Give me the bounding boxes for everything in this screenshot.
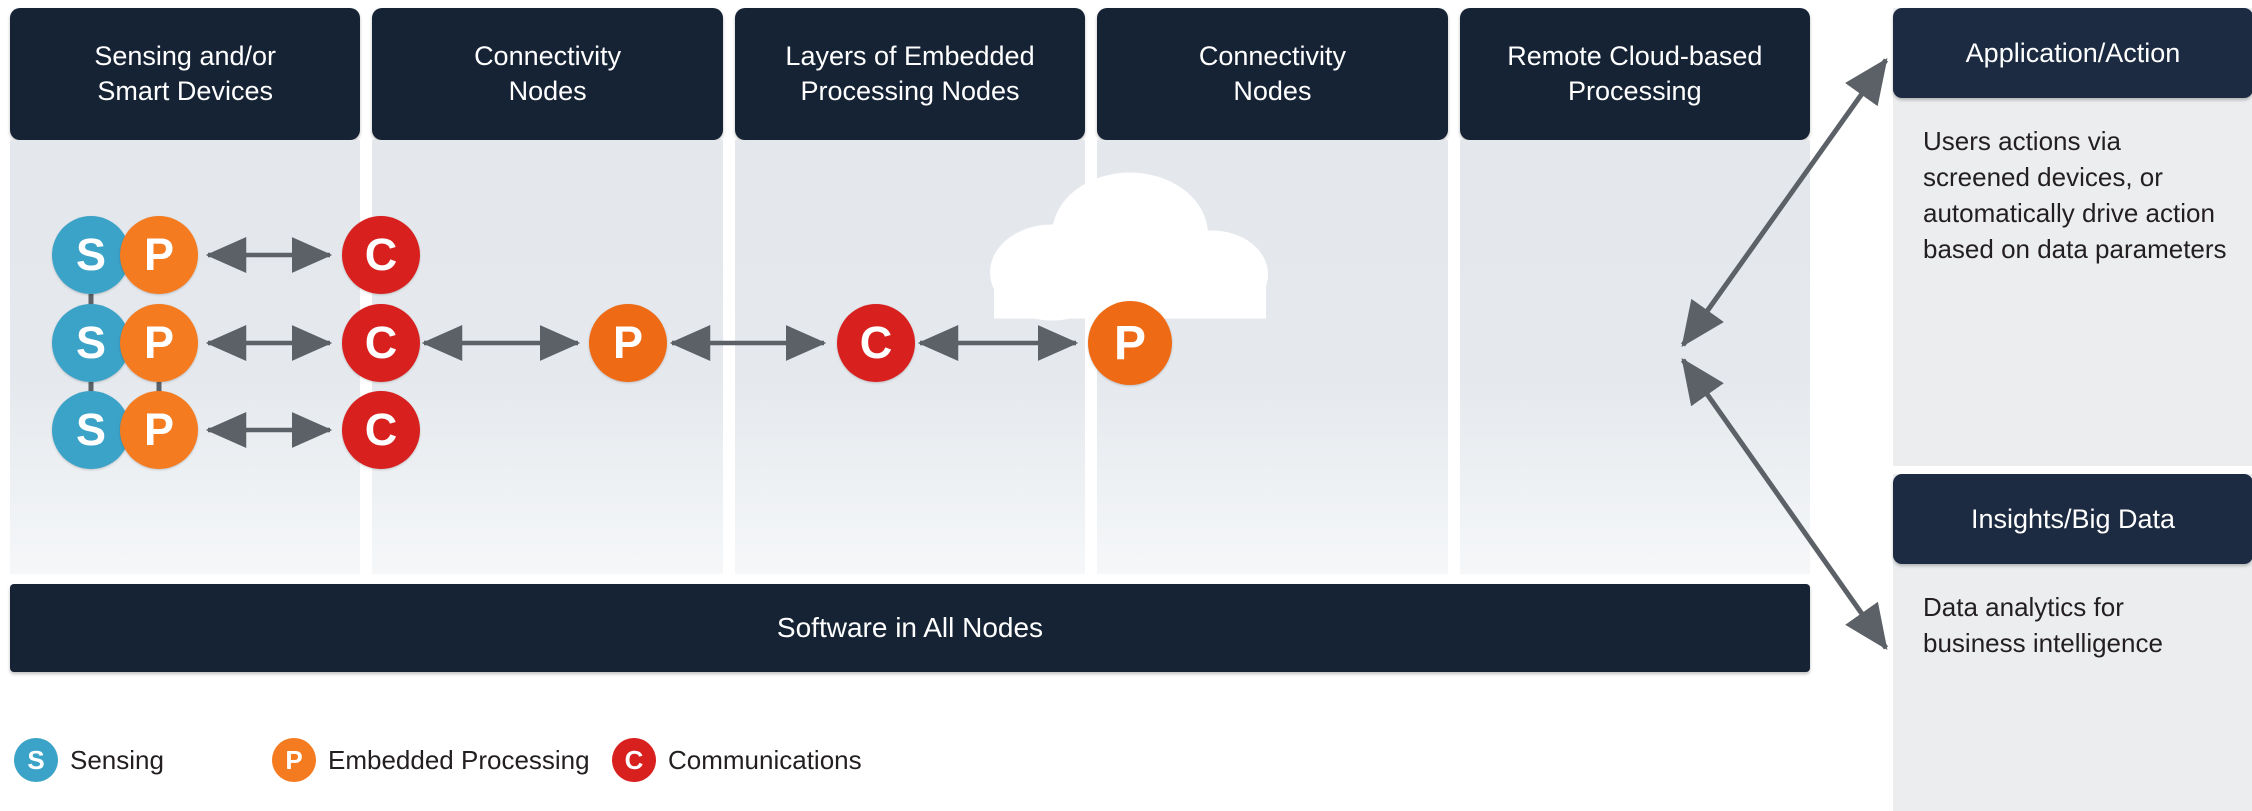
legend-item-sensing: S Sensing (14, 738, 272, 782)
panel-insights-big-data: Insights/Big Data Data analytics for bus… (1893, 474, 2252, 811)
column-header-connectivity-2[interactable]: Connectivity Nodes (1097, 8, 1448, 140)
column-header-embedded[interactable]: Layers of Embedded Processing Nodes (734, 8, 1086, 140)
column-header-sensing-line2: Smart Devices (97, 76, 273, 106)
column-header-embedded-line2: Processing Nodes (800, 76, 1020, 106)
node-communications-2[interactable]: C (342, 304, 420, 382)
column-header-connectivity-2-line1: Connectivity (1198, 41, 1346, 72)
legend-embedded-processing-icon: P (272, 738, 316, 782)
column-header-connectivity-1-line1: Connectivity (474, 41, 622, 72)
column-header-cloud-line1: Remote Cloud-based (1507, 41, 1763, 72)
column-header-embedded-line1: Layers of Embedded (785, 41, 1035, 72)
column-header-connectivity-2-line2: Nodes (1233, 76, 1312, 106)
node-sensing-1[interactable]: S (52, 216, 130, 294)
iot-stack-main: Sensing and/or Smart Devices Connectivit… (10, 8, 1811, 678)
legend-item-communications: C Communications (612, 738, 862, 782)
node-cloud-processing[interactable]: P (1088, 301, 1172, 385)
node-sensing-3[interactable]: S (52, 391, 130, 469)
legend-embedded-processing-label: Embedded Processing (328, 744, 590, 775)
node-embedded-processing-mid[interactable]: P (589, 304, 667, 382)
column-header-connectivity-1[interactable]: Connectivity Nodes (372, 8, 723, 140)
software-bar[interactable]: Software in All Nodes (10, 584, 1810, 672)
column-header-connectivity-1-line2: Nodes (508, 76, 587, 106)
panel-application-action-title[interactable]: Application/Action (1893, 8, 2252, 98)
panel-application-action: Application/Action Users actions via scr… (1893, 8, 2252, 466)
column-header-sensing[interactable]: Sensing and/or Smart Devices (10, 8, 361, 140)
column-header-cloud-line2: Processing (1568, 76, 1702, 106)
panel-insights-big-data-title[interactable]: Insights/Big Data (1893, 474, 2252, 564)
node-processing-3[interactable]: P (120, 391, 198, 469)
node-sensing-2[interactable]: S (52, 304, 130, 382)
legend: S Sensing P Embedded Processing C Commun… (14, 730, 862, 790)
column-body-cloud (1459, 140, 1811, 574)
column-header-cloud[interactable]: Remote Cloud-based Processing (1459, 8, 1811, 140)
column-headers: Sensing and/or Smart Devices Connectivit… (10, 8, 1811, 140)
legend-sensing-label: Sensing (70, 744, 164, 775)
legend-sensing-icon: S (14, 738, 58, 782)
legend-communications-icon: C (612, 738, 656, 782)
node-communications-3[interactable]: C (342, 391, 420, 469)
panel-application-action-body: Users actions via screened devices, or a… (1923, 126, 2227, 264)
node-communications-mid[interactable]: C (837, 304, 915, 382)
column-header-sensing-line1: Sensing and/or (94, 41, 277, 72)
node-processing-2[interactable]: P (120, 304, 198, 382)
legend-communications-label: Communications (668, 744, 862, 775)
panel-insights-big-data-body: Data analytics for business intelligence (1923, 592, 2163, 658)
legend-item-embedded-processing: P Embedded Processing (272, 738, 612, 782)
column-body-connectivity-1 (372, 140, 723, 574)
node-processing-1[interactable]: P (120, 216, 198, 294)
node-communications-1[interactable]: C (342, 216, 420, 294)
